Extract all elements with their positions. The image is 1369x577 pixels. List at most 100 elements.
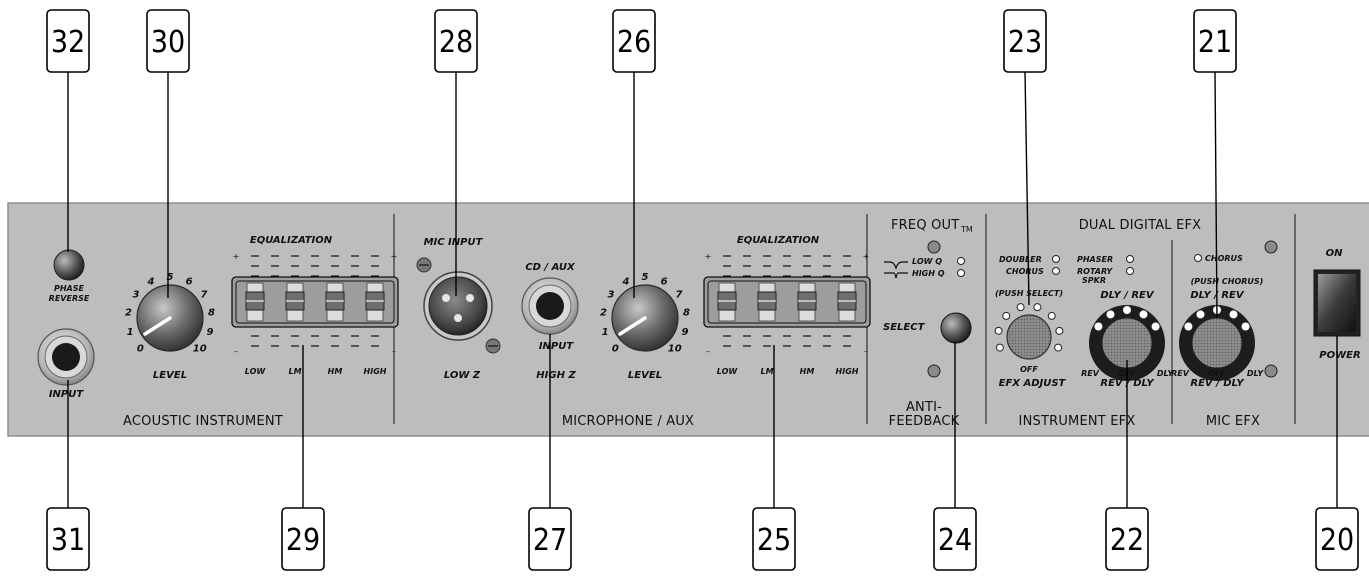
instrument-rev-side-label: REV (1081, 369, 1100, 378)
freq-out-led-top (927, 240, 941, 254)
mic-level-knob[interactable] (611, 284, 679, 352)
level-tick-10: 10 (193, 344, 207, 355)
level-tick-2: 2 (600, 307, 607, 318)
rotary-label: ROTARY (1077, 267, 1113, 276)
level-tick-1: 1 (127, 327, 134, 338)
top-callout-21: 21 (1193, 9, 1237, 73)
high-q-led (957, 269, 965, 277)
top-callout-23: 23 (1003, 9, 1047, 73)
instrument-input-jack[interactable] (37, 328, 95, 386)
level-tick-4: 4 (621, 277, 629, 288)
mic-rev-dly-knob[interactable] (1179, 305, 1255, 381)
eq-minus-label: – (864, 347, 868, 356)
led-indicator (995, 343, 1004, 352)
eq-slider-high[interactable] (837, 291, 857, 311)
level-tick-10: 10 (668, 344, 682, 355)
callout-number: 30 (151, 25, 185, 60)
level-tick-7: 7 (200, 289, 207, 300)
callout-leaders (67, 71, 1338, 508)
instrument-dly-side-label: DLY (1157, 369, 1174, 378)
callout-number: 28 (439, 25, 473, 60)
level-tick-7: 7 (675, 289, 682, 300)
bottom-callout-20: 20 (1315, 507, 1359, 571)
rotary-led (1126, 267, 1134, 275)
instrument-rev-dly-knob[interactable] (1089, 305, 1165, 381)
acoustic-level-knob[interactable] (136, 284, 204, 352)
top-callout-32: 32 (46, 9, 90, 73)
power-switch[interactable] (1313, 269, 1361, 337)
level-tick-6: 6 (661, 277, 668, 288)
top-callout-30: 30 (146, 9, 190, 73)
level-tick-8: 8 (208, 307, 215, 318)
mic-chorus-led (1194, 254, 1202, 262)
acoustic-eq-title: EQUALIZATION (250, 235, 333, 246)
chorus-led (1052, 267, 1060, 275)
phaser-led (1126, 255, 1134, 263)
level-tick-3: 3 (133, 289, 140, 300)
led-indicator (1195, 309, 1206, 320)
level-tick-3: 3 (608, 289, 615, 300)
high-z-label: HIGH Z (536, 370, 576, 381)
select-label: SELECT (883, 322, 926, 333)
bottom-callout-31: 31 (46, 507, 90, 571)
level-tick-9: 9 (681, 327, 688, 338)
eq-minus-label: – (706, 347, 710, 356)
level-tick-1: 1 (602, 327, 609, 338)
eq-band-label: LM (760, 367, 773, 376)
cd-aux-input-jack[interactable] (521, 277, 579, 335)
eq-plus-label: + (391, 252, 398, 261)
spkr-label: SPKR (1082, 276, 1106, 285)
led-indicator (1183, 321, 1194, 332)
level-tick-8: 8 (683, 307, 690, 318)
phaser-label: PHASER (1077, 255, 1113, 264)
push-chorus-label: (PUSH CHORUS) (1191, 277, 1264, 286)
eq-slider-low[interactable] (245, 291, 265, 311)
efx-adjust-knob[interactable] (1006, 314, 1052, 360)
input-label: INPUT (49, 389, 85, 400)
eq-plus-label: + (233, 252, 240, 261)
level-tick-0: 0 (612, 344, 619, 355)
efx-adjust-off-label: OFF (1020, 365, 1038, 374)
eq-band-label: HIGH (364, 367, 387, 376)
level-tick-5: 5 (642, 272, 649, 283)
eq-slider-low[interactable] (717, 291, 737, 311)
doubler-led (1052, 255, 1060, 263)
eq-slider-lm[interactable] (285, 291, 305, 311)
doubler-label: DOUBLER (999, 255, 1042, 264)
mic-input-label: MIC INPUT (424, 237, 484, 248)
level-tick-0: 0 (137, 344, 144, 355)
eq-slider-lm[interactable] (757, 291, 777, 311)
low-q-curve-icon (884, 261, 908, 270)
mic-rev-dly-label: REV / DLY (1190, 378, 1245, 389)
anti-feedback-select-button[interactable] (940, 312, 972, 344)
cd-aux-input-label: INPUT (539, 341, 575, 352)
eq-band-label: LM (288, 367, 301, 376)
level-tick-4: 4 (146, 277, 154, 288)
section-label-acoustic: ACOUSTIC INSTRUMENT (123, 414, 283, 429)
section-label-anti-feedback-1: ANTI- (906, 400, 942, 415)
led-indicator (1055, 326, 1064, 335)
freq-out-tm: TM (960, 225, 973, 234)
mic-efx-led-bottom (1264, 364, 1278, 378)
section-label-dual-digital: DUAL DIGITAL EFX (1079, 218, 1202, 233)
eq-slider-hm[interactable] (325, 291, 345, 311)
xlr-mic-input[interactable] (423, 271, 493, 341)
eq-slider-high[interactable] (365, 291, 385, 311)
mic-dly-side-label: DLY (1247, 369, 1264, 378)
eq-plus-label: + (863, 252, 870, 261)
acoustic-level-label: LEVEL (153, 370, 187, 381)
callout-number: 23 (1008, 25, 1042, 60)
callout-number: 29 (286, 523, 320, 558)
led-indicator (994, 326, 1003, 335)
section-label-instrument-efx: INSTRUMENT EFX (1019, 414, 1136, 429)
led-indicator (1228, 309, 1239, 320)
high-q-curve-icon (884, 272, 908, 279)
callout-number: 27 (533, 523, 567, 558)
phase-reverse-button[interactable] (53, 249, 85, 281)
section-dividers (393, 214, 1296, 424)
top-callout-26: 26 (612, 9, 656, 73)
section-label-mic-efx: MIC EFX (1206, 414, 1260, 429)
eq-slider-hm[interactable] (797, 291, 817, 311)
